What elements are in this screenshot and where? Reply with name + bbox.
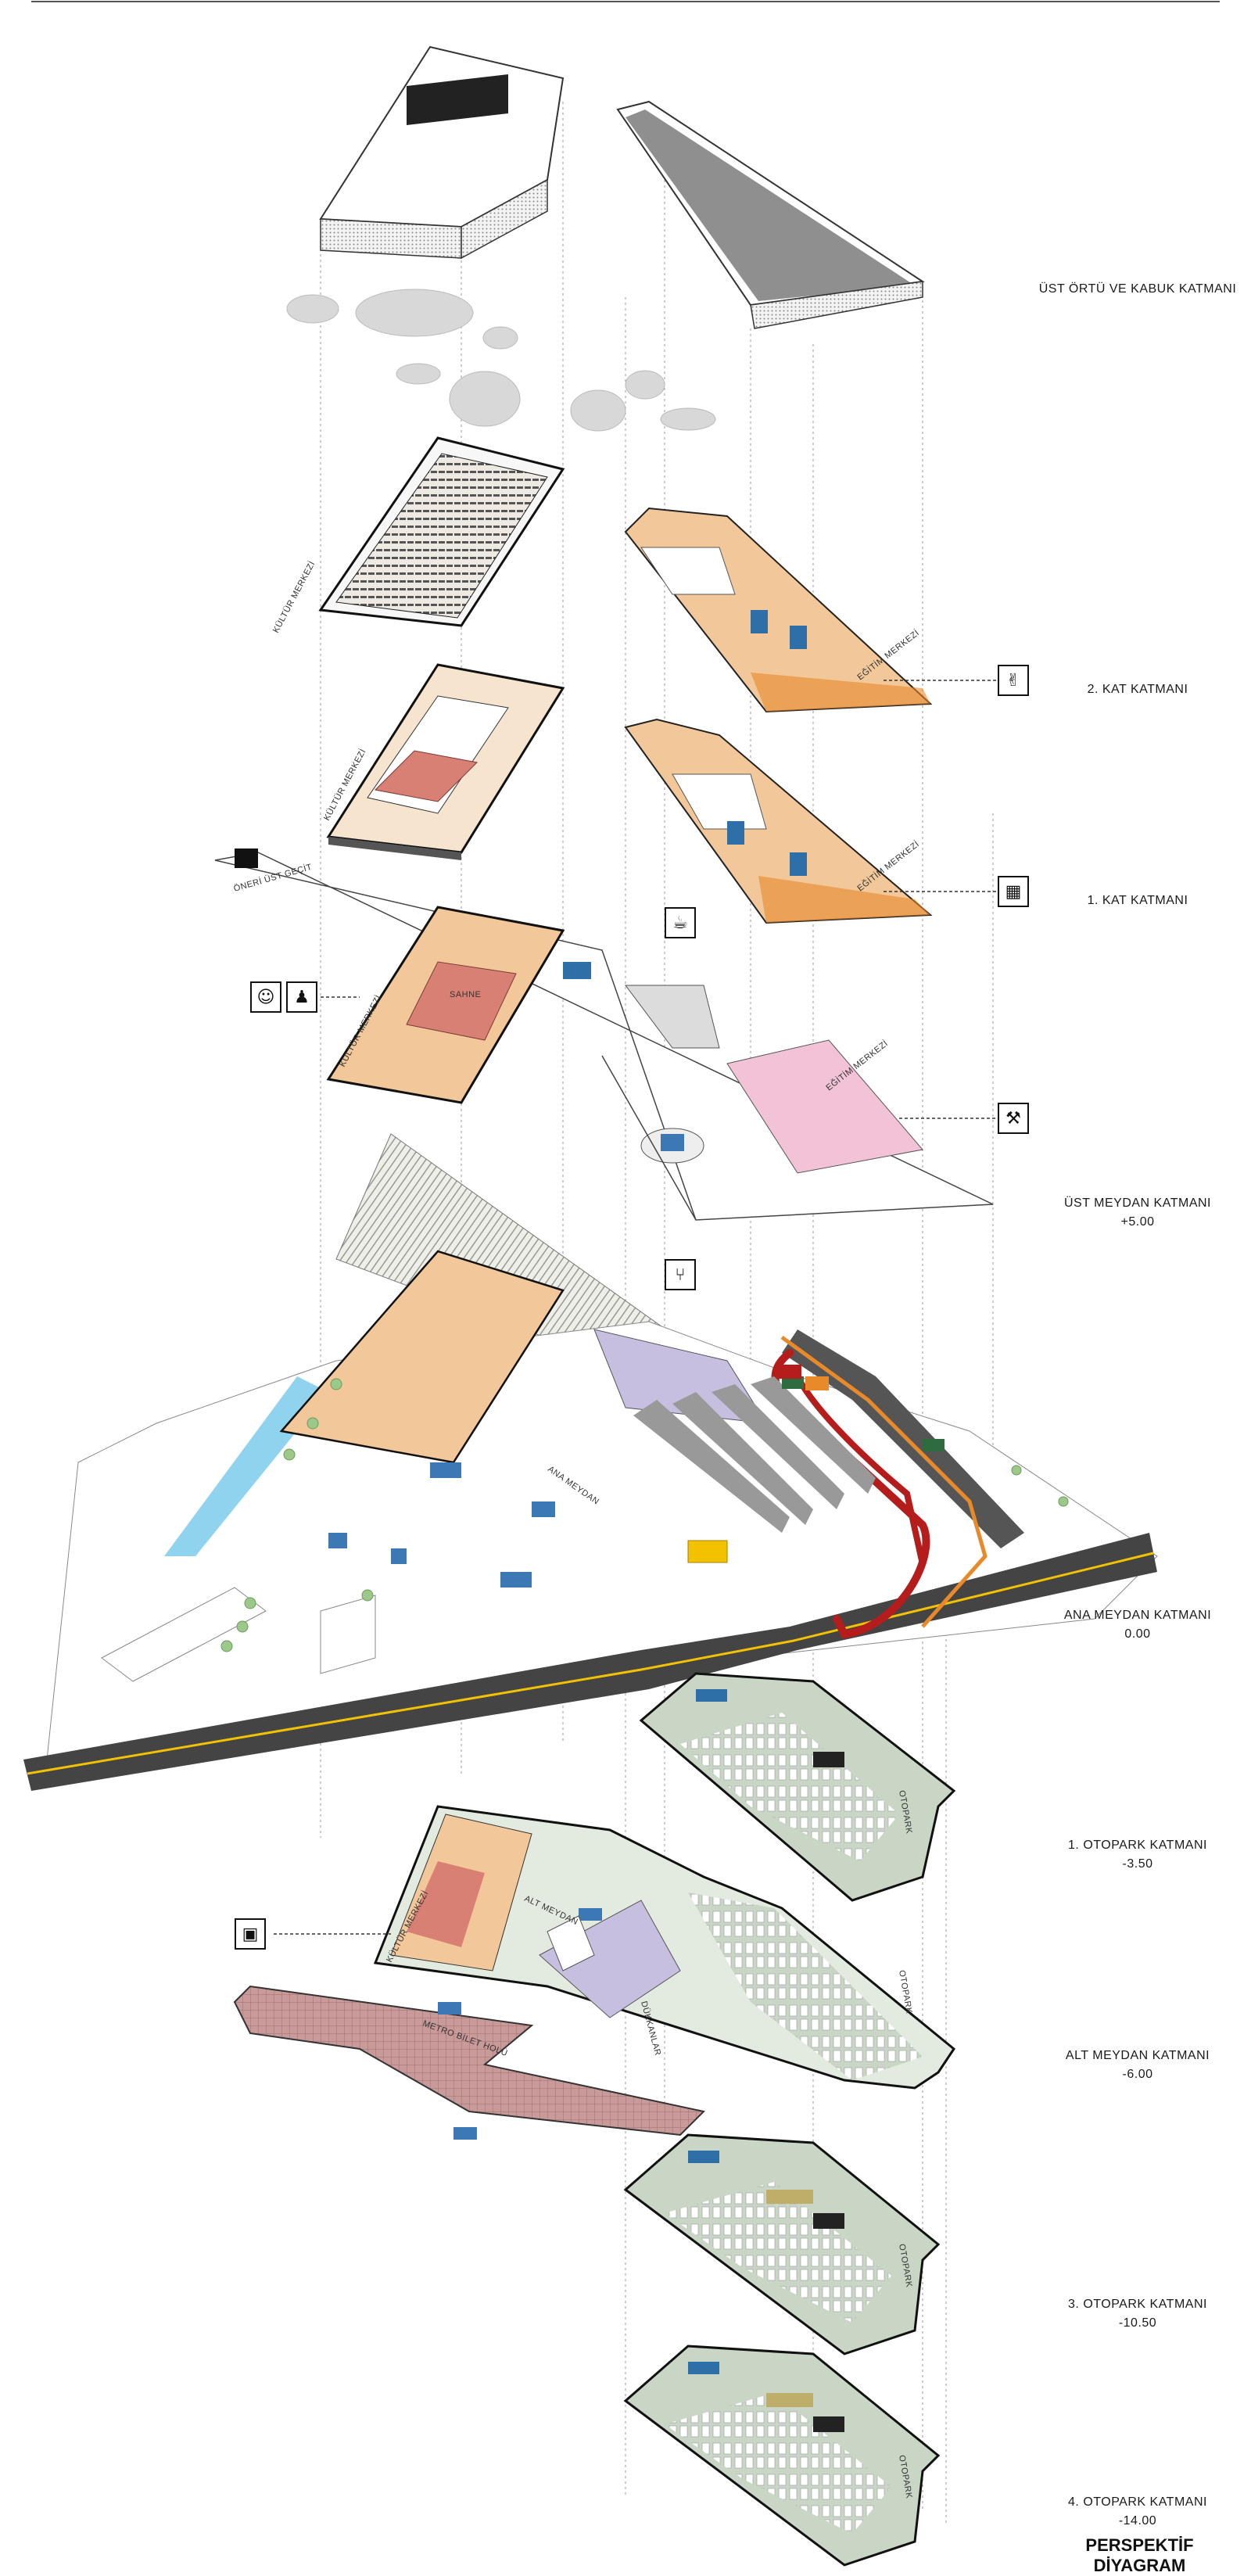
- sahne-label: SAHNE: [450, 990, 481, 999]
- layer-label-upper-square: ÜST MEYDAN KATMANI +5.00: [1036, 1194, 1239, 1232]
- floor1-layer: [326, 663, 933, 924]
- main-square-blue-elements: [328, 1462, 555, 1588]
- parking3-layer: [623, 2133, 941, 2355]
- layer-label-roof: ÜST ÖRTÜ VE KABUK KATMANI: [1036, 280, 1239, 299]
- icon-leaders: [274, 680, 997, 1935]
- layer-label-floor2: 2. KAT KATMANI: [1036, 680, 1239, 699]
- layer-lower-square-name: ALT MEYDAN KATMANI: [1065, 2049, 1210, 2062]
- layer-label-parking4: 4. OTOPARK KATMANI -14.00: [1036, 2493, 1239, 2531]
- classroom-icon: ▦: [998, 876, 1029, 907]
- parking4-layer: [623, 2345, 941, 2567]
- main-square-layer: [23, 1133, 1158, 1791]
- layer-floor2-name: 2. KAT KATMANI: [1087, 683, 1188, 696]
- floor2-layer: [318, 436, 933, 713]
- audience-icon: ♟: [286, 981, 317, 1013]
- upper-square-layer: [214, 849, 994, 1221]
- theatre-masks-icon: ☺: [250, 981, 281, 1013]
- workshop-icon: ⚒: [998, 1103, 1029, 1134]
- layer-label-parking3: 3. OTOPARK KATMANI -10.50: [1036, 2295, 1239, 2333]
- layer-parking1-name: 1. OTOPARK KATMANI: [1068, 1839, 1207, 1852]
- roof-layer: [286, 45, 925, 432]
- diagram-title: PERSPEKTİF DİYAGRAM: [1085, 2535, 1194, 2575]
- layer-parking3-level: -10.50: [1118, 2316, 1157, 2330]
- layer-label-lower-square: ALT MEYDAN KATMANI -6.00: [1036, 2047, 1239, 2084]
- lower-square-layer: [233, 1805, 956, 2140]
- layer-floor1-name: 1. KAT KATMANI: [1087, 894, 1188, 907]
- layer-parking3-name: 3. OTOPARK KATMANI: [1068, 2298, 1207, 2311]
- layer-label-main-square: ANA MEYDAN KATMANI 0.00: [1036, 1606, 1239, 1644]
- fork-knife-icon: ⑂: [665, 1259, 696, 1290]
- layer-label-floor1: 1. KAT KATMANI: [1036, 892, 1239, 910]
- coffee-icon: ☕: [665, 907, 696, 938]
- layer-parking1-level: -3.50: [1122, 1857, 1153, 1871]
- layer-upper-square-name: ÜST MEYDAN KATMANI: [1064, 1197, 1211, 1210]
- trees: [220, 1378, 1069, 1652]
- floor2-blue-elements: [751, 610, 807, 649]
- layer-parking4-name: 4. OTOPARK KATMANI: [1068, 2495, 1207, 2509]
- layer-upper-square-level: +5.00: [1120, 1215, 1155, 1229]
- layer-main-square-level: 0.00: [1124, 1627, 1151, 1641]
- layer-roof-name: ÜST ÖRTÜ VE KABUK KATMANI: [1038, 282, 1237, 296]
- dance-icon: ✌: [998, 665, 1029, 696]
- kultur-merkezi-label-floor2: KÜLTÜR MERKEZİ: [271, 559, 317, 634]
- parking1-layer: [639, 1672, 956, 1902]
- layer-lower-square-level: -6.00: [1122, 2068, 1153, 2081]
- floor1-blue-elements: [727, 821, 807, 876]
- tree-canopies: [286, 289, 716, 432]
- lower-square-blue-elements: [438, 1908, 602, 2140]
- layer-parking4-level: -14.00: [1118, 2514, 1157, 2528]
- layer-main-square-name: ANA MEYDAN KATMANI: [1063, 1609, 1212, 1622]
- layer-label-parking1: 1. OTOPARK KATMANI -3.50: [1036, 1836, 1239, 1874]
- cinema-icon: ▣: [235, 1918, 266, 1950]
